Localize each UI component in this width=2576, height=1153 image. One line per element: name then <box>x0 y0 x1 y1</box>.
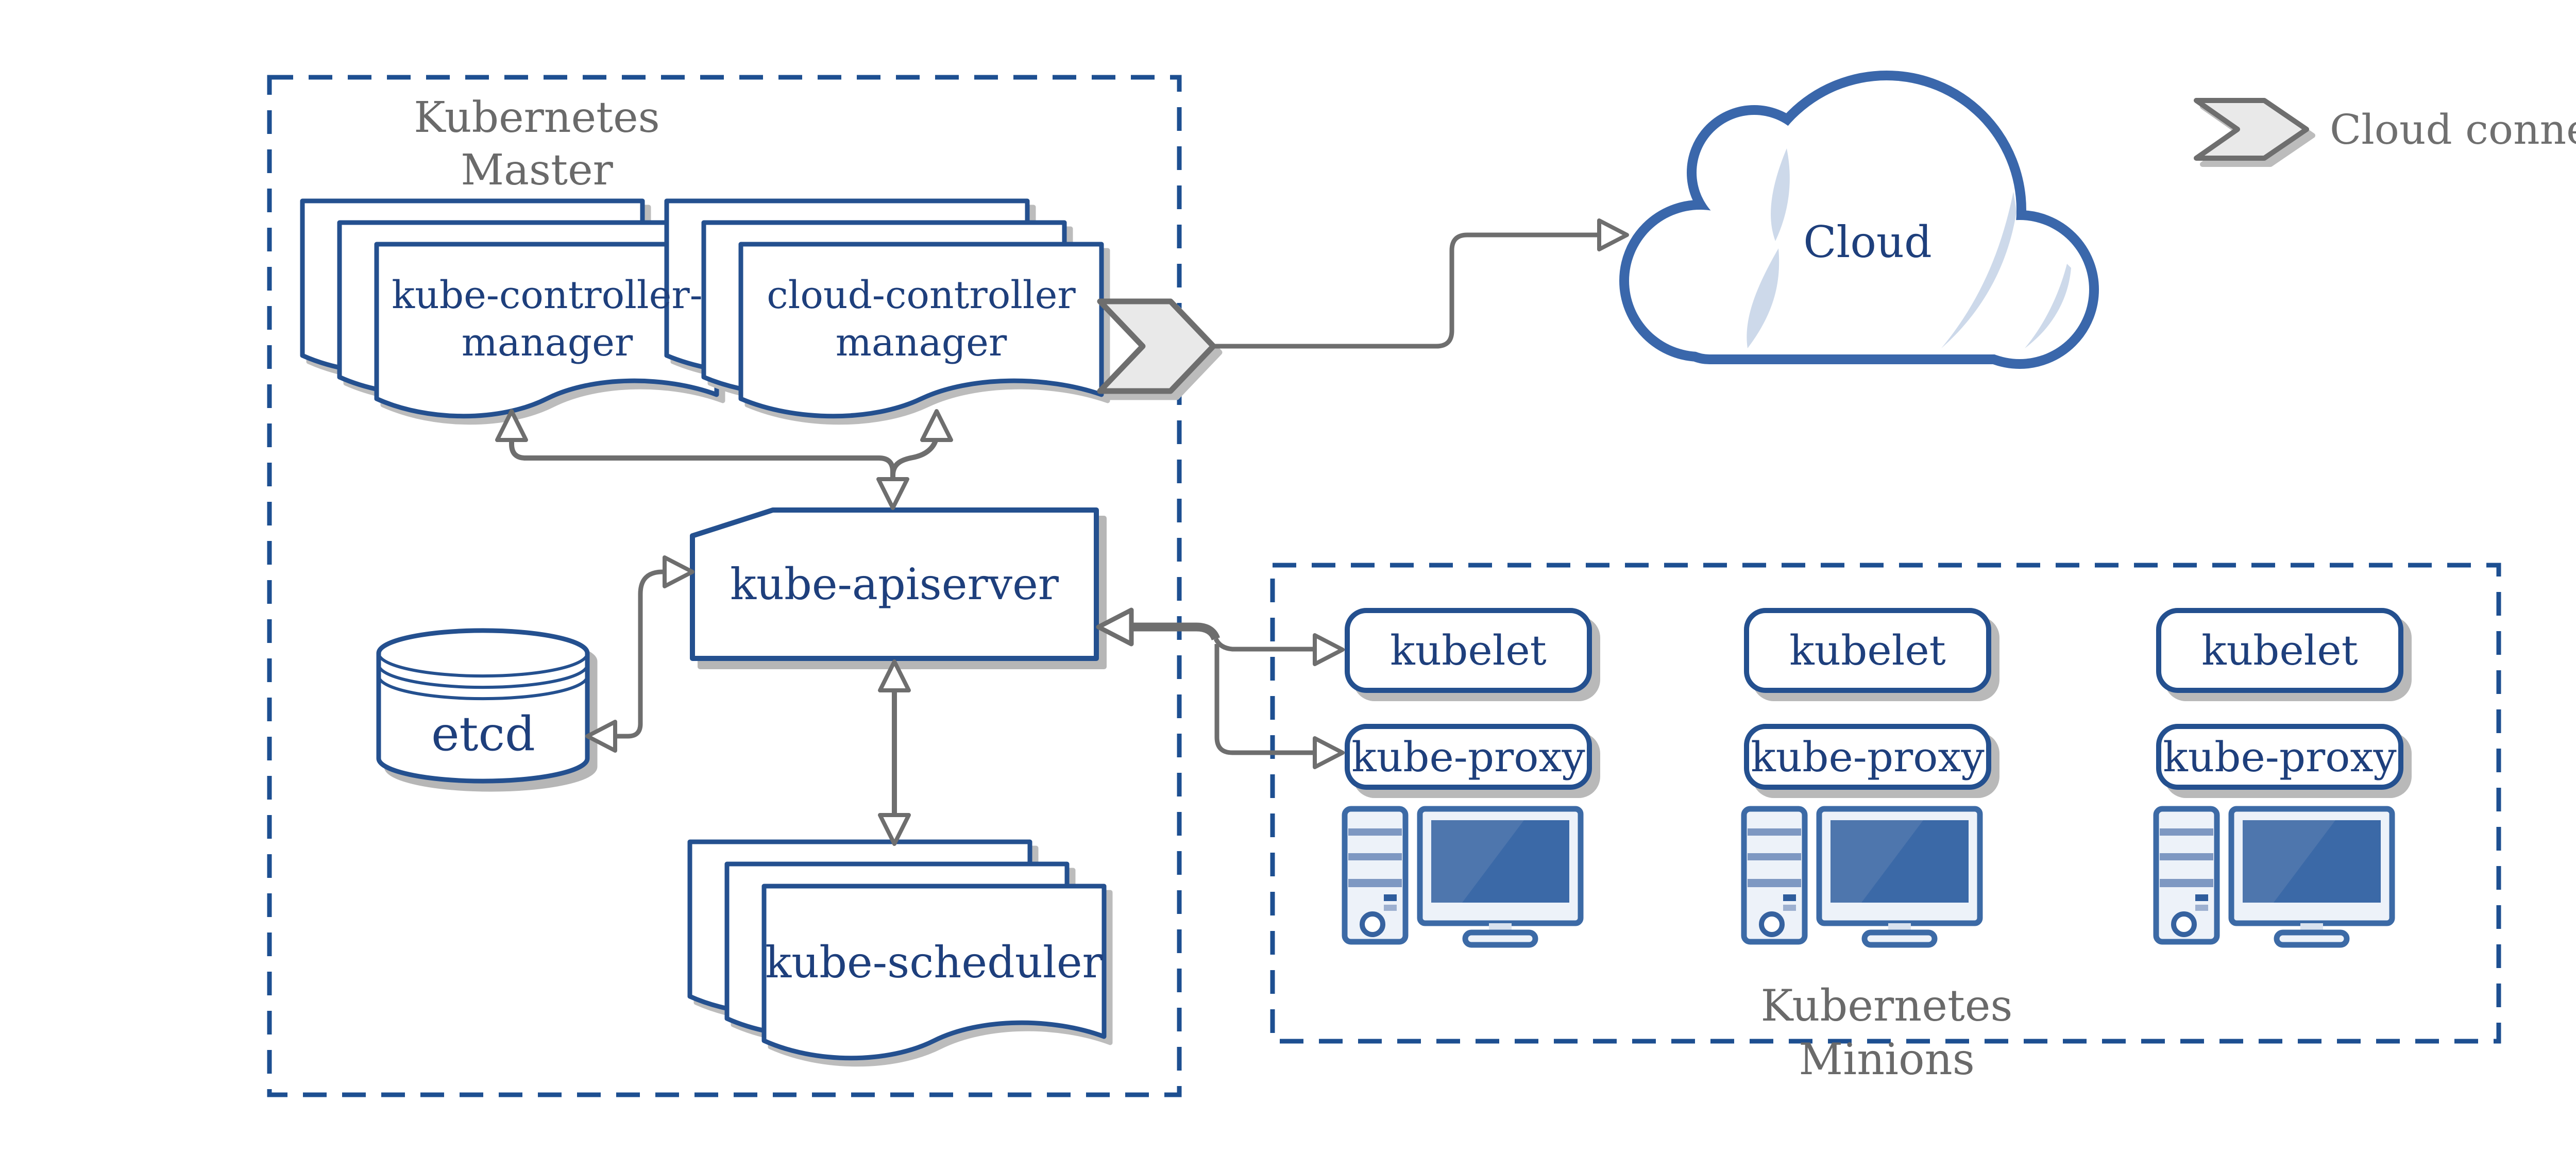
minions-group-title: Kubernetes Minions <box>1760 980 2013 1085</box>
cloud-highlight <box>1747 148 2071 348</box>
cloud-connector-chevron-icon <box>1097 298 1216 394</box>
kube-apiserver-node <box>690 507 1099 661</box>
master-group-title: Kubernetes Master <box>414 93 660 195</box>
kube-proxy-node-3: kube-proxy <box>2156 724 2403 790</box>
arrowhead-up-apiserver-bottom <box>878 659 911 692</box>
connector-to-cloud <box>1212 232 1597 349</box>
arrowhead-down-scheduler <box>878 813 911 846</box>
etcd-label: etcd <box>431 706 535 761</box>
arrowhead-left-apiserver-right <box>1096 607 1134 647</box>
cloud-controller-manager-label: cloud-controller manager <box>767 273 1076 365</box>
connector-nodes-to-apiserver <box>1128 622 1221 641</box>
kubelet-node-2: kubelet <box>1744 608 1991 693</box>
cloud-label: Cloud <box>1803 217 1932 267</box>
arrowhead-right-kube-proxy <box>1313 736 1345 769</box>
kube-proxy-node-1: kube-proxy <box>1345 724 1592 790</box>
kube-proxy-node-2: kube-proxy <box>1744 724 1991 790</box>
arrowhead-right-apiserver-left <box>663 555 694 588</box>
arrowhead-up-cloud-controller <box>920 409 953 442</box>
kube-scheduler-label: kube-scheduler <box>765 937 1103 988</box>
legend-cloud-connector-label: Cloud connector <box>2330 106 2576 154</box>
connector-branch-kubelet <box>1213 637 1314 652</box>
arrowhead-left-etcd <box>585 720 617 753</box>
kubelet-node-3: kubelet <box>2156 608 2403 693</box>
workstation-icon <box>1744 809 1980 945</box>
kube-apiserver-label: kube-apiserver <box>730 559 1059 609</box>
cloud-icon <box>1619 71 2099 369</box>
legend-cloud-connector-icon <box>2194 98 2309 161</box>
kubernetes-master-group-box <box>267 75 1182 1097</box>
arrowhead-up-kube-controller <box>495 409 528 442</box>
arrowhead-right-kubelet <box>1313 633 1345 666</box>
etcd-database-icon <box>376 628 590 784</box>
arrowhead-down-apiserver <box>876 477 909 510</box>
workstation-icon <box>1345 809 1581 945</box>
kubernetes-minions-group-box <box>1270 563 2501 1044</box>
connector-apiserver-etcd <box>616 569 667 739</box>
kube-controller-manager-label: kube-controller- manager <box>392 273 703 365</box>
connector-apiserver-to-controllers <box>509 415 895 481</box>
workstation-icon <box>2156 809 2392 945</box>
connector-branch-kube-proxy <box>1214 644 1314 755</box>
arrowhead-right-cloud <box>1597 218 1629 251</box>
kubelet-node-1: kubelet <box>1345 608 1592 693</box>
